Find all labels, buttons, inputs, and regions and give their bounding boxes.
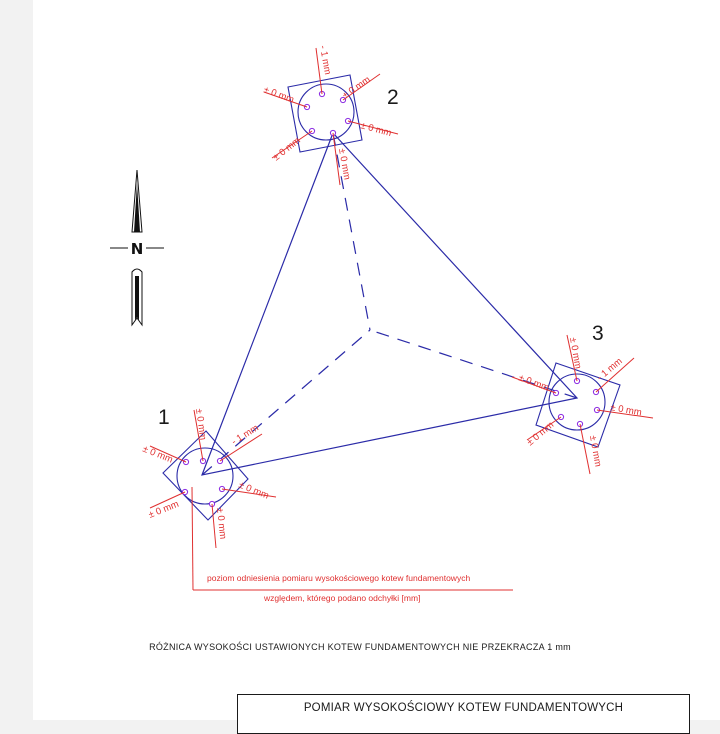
triangle-outline [201,131,579,476]
offset-label: - 1 mm [230,423,261,448]
anchor-holes [303,90,352,137]
offset-label: ± 0 mm [336,148,352,181]
foundation-point-3: ± 0 mm - 1 mm ± 0 mm ± 0 mm ± 0 mm ± 0 m… [511,322,654,475]
anchor-circle [176,447,234,505]
north-label: N [131,240,144,258]
reference-note-line1: poziom odniesienia pomiaru wysokościoweg… [207,573,470,583]
foundation-point-1: ± 0 mm - 1 mm ± 0 mm ± 0 mm ± 0 mm ± 0 m… [141,406,277,549]
north-arrow-tail [131,268,143,327]
reference-note-line2: względem, którego podano odchyłki [mm] [263,593,420,603]
offset-label: ± 0 mm [609,402,642,418]
offset-label: ± 0 mm [214,507,228,540]
tolerance-note: RÓŻNICA WYSOKOŚCI USTAWIONYCH KOTEW FUND… [149,642,571,652]
point-number-3: 3 [592,322,604,345]
offset-label: ± 0 mm [525,420,556,449]
drawing-sheet [33,0,720,720]
anchor-holes [552,377,601,428]
offset-label: ± 0 mm [262,84,296,105]
offset-label: ± 0 mm [517,372,551,393]
anchor-circle [548,373,606,431]
offset-label: ± 0 mm [340,74,372,101]
leader-lines [511,334,654,475]
offset-label: ± 0 mm [359,120,392,139]
point-number-2: 2 [387,86,399,109]
north-arrow: N [110,169,164,327]
offset-label: ± 0 mm [587,435,603,468]
offset-label: ± 0 mm [567,337,583,370]
drawing-title: POMIAR WYSOKOŚCIOWY KOTEW FUNDAMENTOWYCH [303,702,624,714]
dashed-line-1 [201,329,371,476]
offset-label: ± 0 mm [141,444,175,466]
foundation-plate [162,430,249,521]
offset-label: ± 0 mm [193,408,208,441]
foundation-point-2: - 1 mm ± 0 mm ± 0 mm ± 0 mm ± 0 mm ± 0 m… [262,45,399,186]
foundation-plate [287,74,363,153]
foundation-plate [535,362,621,448]
offset-label: ± 0 mm [237,480,271,502]
centroid-dashed-lines [201,132,578,476]
dashed-line-2 [332,132,371,331]
leader-lines [149,409,277,549]
leader-lines [263,47,399,186]
title-block: POMIAR WYSOKOŚCIOWY KOTEW FUNDAMENTOWYCH [237,694,690,734]
reference-level-leader [191,486,513,591]
offset-label: - 1 mm [317,45,333,76]
point-number-1: 1 [158,406,170,429]
anchor-circle [297,83,355,141]
dashed-line-3 [369,329,578,399]
offset-label: ± 0 mm [271,135,303,163]
